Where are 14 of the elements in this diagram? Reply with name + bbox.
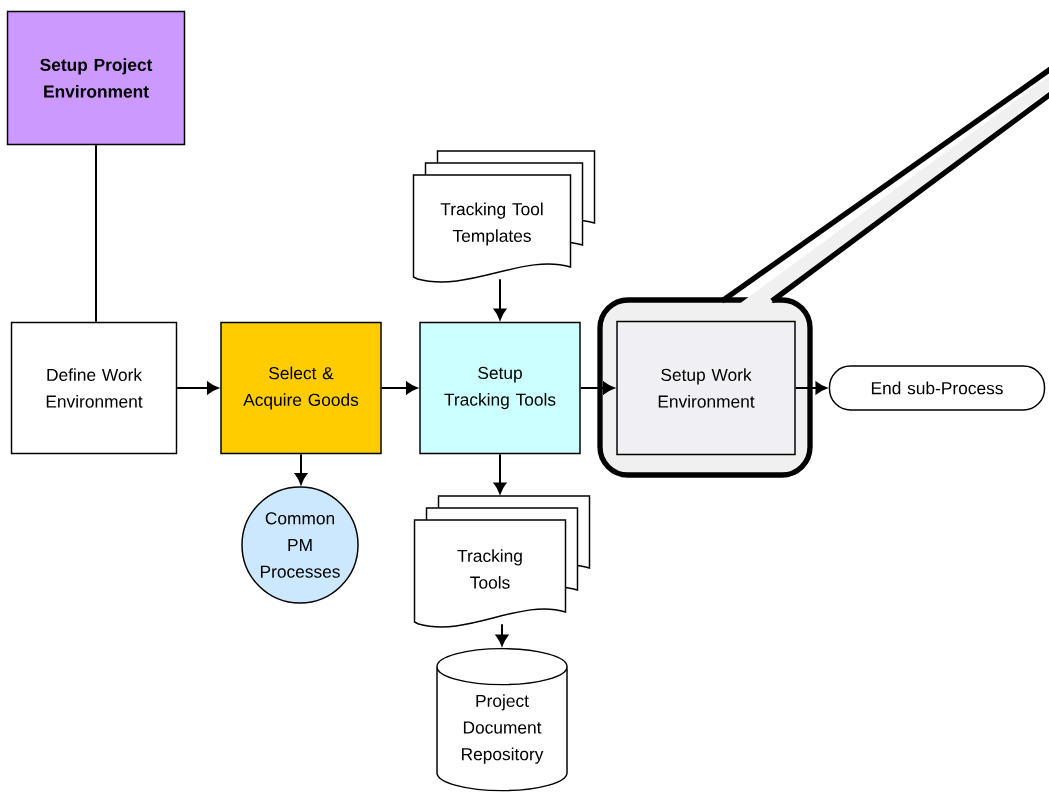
arrow bbox=[794, 381, 827, 395]
arrow bbox=[176, 381, 219, 395]
process-box: Define Work Environment bbox=[10, 321, 178, 455]
process-box: Setup Work Environment bbox=[616, 320, 796, 456]
process-box: Setup Tracking Tools bbox=[419, 321, 581, 455]
arrow bbox=[294, 453, 308, 485]
process-box: Setup Project Environment bbox=[6, 10, 186, 146]
process-box: Select & Acquire Goods bbox=[220, 321, 382, 455]
database-cylinder: Project Document Repository bbox=[436, 647, 568, 792]
arrow bbox=[579, 381, 615, 395]
arrow bbox=[493, 278, 507, 320]
arrow bbox=[380, 381, 418, 395]
arrow bbox=[493, 453, 507, 494]
arrow bbox=[495, 623, 509, 646]
